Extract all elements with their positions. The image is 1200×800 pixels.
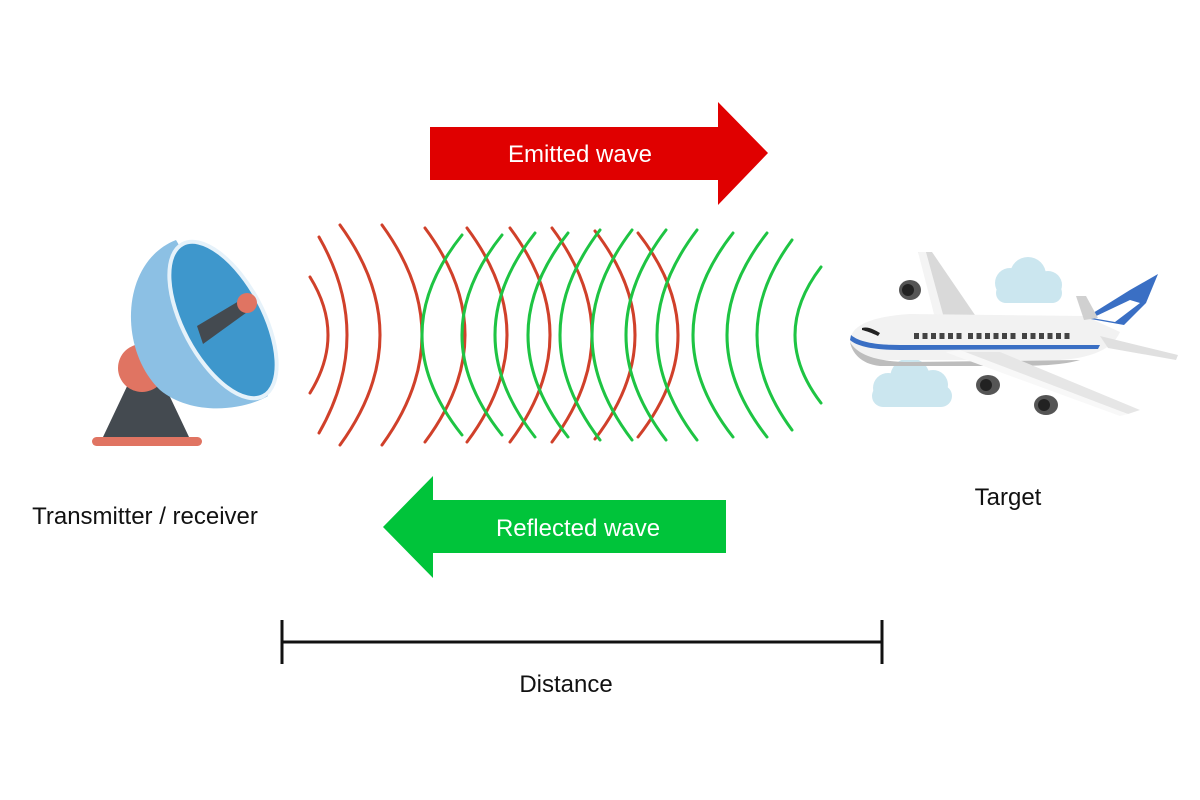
emitted-wave-arc-6 bbox=[465, 226, 509, 444]
plane-window bbox=[1039, 333, 1044, 339]
dish-feed-arm bbox=[197, 298, 250, 344]
emitted-wave-arc-10 bbox=[636, 231, 680, 439]
distance-scale: Distance bbox=[280, 620, 884, 698]
reflected-wave-arc-1 bbox=[420, 233, 464, 437]
cloud-icon bbox=[872, 358, 952, 407]
dish-rim bbox=[167, 239, 279, 401]
reflected-wave-arc-8 bbox=[655, 228, 699, 442]
emitted-wave-arrow: Emitted wave bbox=[430, 102, 768, 205]
emitted-wave-arc-2 bbox=[317, 235, 349, 435]
emitted-wave-arc-7 bbox=[508, 226, 552, 444]
emitted-wave-arc-1 bbox=[308, 275, 330, 395]
plane-window bbox=[976, 333, 982, 339]
reflected-wave-arc-12 bbox=[793, 265, 823, 405]
arrow-left-icon bbox=[383, 476, 726, 578]
plane-window bbox=[1056, 333, 1061, 339]
reflected-wave-arc-3 bbox=[493, 231, 537, 439]
emitted-wave-arc-9 bbox=[593, 229, 637, 441]
plane-window bbox=[948, 333, 953, 339]
reflected-wave-arc-5 bbox=[558, 228, 602, 442]
airplane-icon bbox=[850, 252, 1178, 416]
plane-windows bbox=[914, 333, 1070, 339]
plane-tail-fin bbox=[1085, 274, 1158, 325]
reflected-wave-arc-6 bbox=[590, 228, 634, 442]
plane-window bbox=[985, 333, 990, 339]
target-label: Target bbox=[975, 484, 1042, 511]
emitted-wave-arc-4 bbox=[380, 223, 424, 447]
emitted-wave-arc-8 bbox=[550, 226, 594, 444]
emitted-wave-label: Emitted wave bbox=[508, 141, 652, 168]
plane-stabilizer bbox=[1100, 336, 1178, 360]
antenna-base-plate bbox=[92, 437, 202, 446]
plane-window bbox=[1030, 333, 1036, 339]
plane-window bbox=[1010, 333, 1016, 339]
reflected-wave-label: Reflected wave bbox=[496, 515, 660, 542]
reflected-wave-arc-4 bbox=[526, 231, 570, 439]
emitted-wave-arc-3 bbox=[338, 223, 382, 447]
arrow-right-icon bbox=[430, 102, 768, 205]
radar-dish-icon bbox=[92, 239, 279, 446]
emitted-wave-arc-5 bbox=[423, 226, 467, 444]
plane-window bbox=[1002, 333, 1007, 339]
distance-label: Distance bbox=[519, 671, 612, 698]
reflected-wave-arc-2 bbox=[460, 233, 504, 437]
plane-window bbox=[1022, 333, 1027, 339]
plane-cockpit bbox=[862, 327, 880, 336]
reflected-wave-arc-11 bbox=[755, 238, 794, 432]
reflected-waves bbox=[420, 228, 823, 442]
reflected-wave-arrow: Reflected wave bbox=[383, 476, 726, 578]
plane-window bbox=[914, 333, 919, 339]
plane-window bbox=[931, 333, 936, 339]
plane-window bbox=[1064, 333, 1070, 339]
dish-feed-horn bbox=[237, 293, 257, 313]
reflected-wave-arc-10 bbox=[725, 231, 769, 439]
plane-upper-wing bbox=[918, 252, 975, 318]
transmitter-label: Transmitter / receiver bbox=[32, 503, 258, 530]
emitted-waves bbox=[308, 223, 680, 447]
reflected-wave-arc-9 bbox=[691, 231, 735, 439]
plane-stripe bbox=[850, 335, 1100, 350]
plane-window bbox=[922, 333, 928, 339]
cloud-icon bbox=[995, 257, 1062, 303]
plane-window bbox=[968, 333, 973, 339]
reflected-wave-arc-7 bbox=[624, 228, 668, 442]
plane-window bbox=[939, 333, 945, 339]
plane-window bbox=[1047, 333, 1053, 339]
plane-window bbox=[993, 333, 999, 339]
plane-window bbox=[956, 333, 962, 339]
